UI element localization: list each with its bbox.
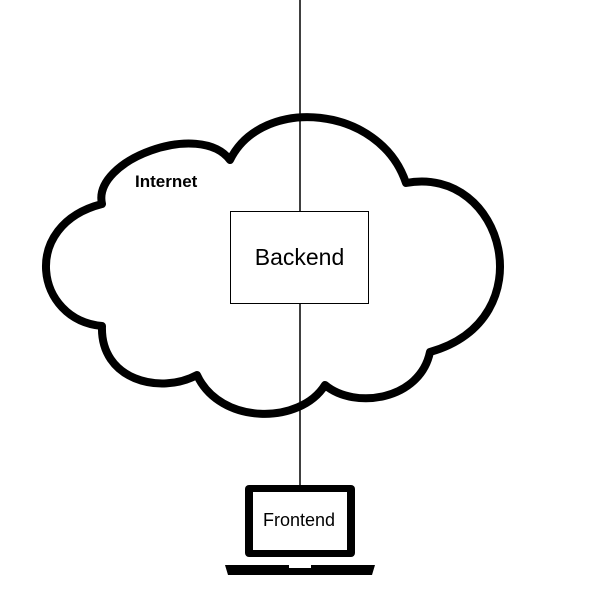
laptop-icon <box>225 485 375 575</box>
internet-label: Internet <box>135 172 198 191</box>
frontend-label: Frontend <box>262 510 336 530</box>
backend-box: Backend <box>230 211 369 304</box>
backend-label: Backend <box>254 244 345 270</box>
laptop-base <box>225 565 375 575</box>
laptop-notch <box>289 565 311 568</box>
laptop-display <box>253 492 347 550</box>
